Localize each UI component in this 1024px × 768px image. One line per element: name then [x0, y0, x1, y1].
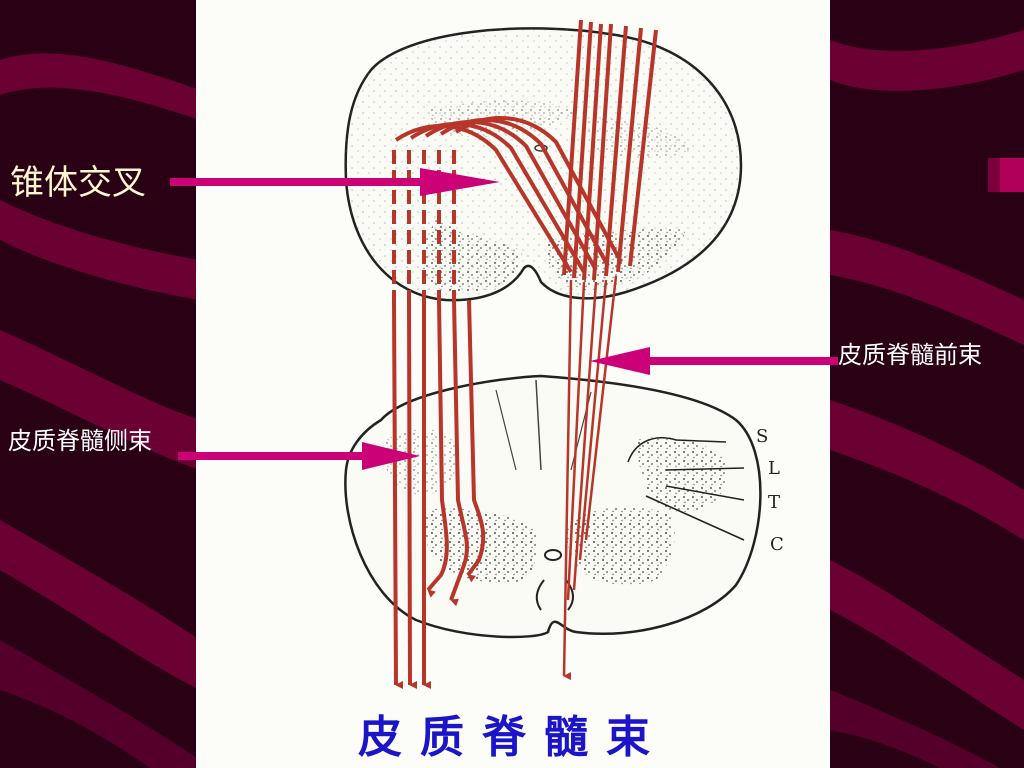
- label-lateral-corticospinal-tract: 皮质脊髓侧束: [8, 427, 152, 455]
- diagram-caption: 皮质脊髓束: [358, 712, 668, 763]
- spinal-cord-diagram: [344, 19, 762, 689]
- arrow-anterior-tract: [590, 347, 838, 375]
- slide-edge-marker: [988, 158, 1024, 192]
- letter-l: L: [768, 458, 780, 479]
- anterior-tract-fibers: [562, 275, 618, 681]
- letter-c: C: [770, 534, 784, 555]
- letter-s: S: [756, 426, 769, 447]
- arrow-decussation: [170, 168, 500, 196]
- arrow-lateral-tract: [178, 442, 420, 470]
- spinal-cord-section: [344, 374, 762, 639]
- letter-t: T: [768, 492, 781, 513]
- label-pyramidal-decussation: 锥体交叉: [10, 163, 146, 203]
- label-anterior-corticospinal-tract: 皮质脊髓前束: [838, 341, 982, 369]
